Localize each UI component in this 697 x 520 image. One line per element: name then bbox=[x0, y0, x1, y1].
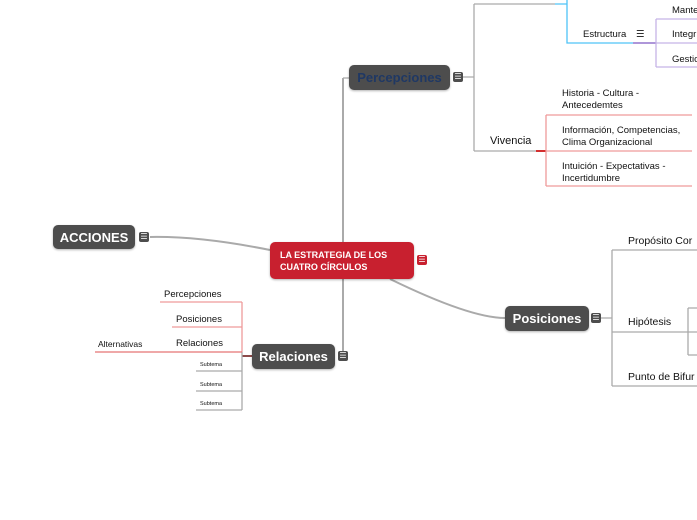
central-topic[interactable]: LA ESTRATEGIA DE LOS CUATRO CÍRCULOS bbox=[270, 242, 414, 279]
topic-relaciones[interactable]: Relaciones bbox=[252, 344, 335, 369]
topic-percepciones[interactable]: Percepciones bbox=[349, 65, 450, 90]
subtopic[interactable]: Punto de Bifur bbox=[628, 371, 695, 383]
collapse-icon[interactable]: ☰ bbox=[139, 232, 149, 242]
subtopic-vivencia[interactable]: Vivencia bbox=[490, 135, 532, 147]
subtopic[interactable]: Gestic bbox=[672, 54, 697, 65]
subtopic[interactable]: Propósito Cor bbox=[628, 235, 693, 247]
subtopic-alternativas[interactable]: Alternativas bbox=[98, 339, 143, 349]
subtopic[interactable]: Hipótesis bbox=[628, 316, 672, 328]
collapse-icon[interactable]: ☰ bbox=[417, 255, 427, 265]
collapse-icon[interactable]: ☰ bbox=[453, 72, 463, 82]
collapse-icon[interactable]: ☰ bbox=[338, 351, 348, 361]
topic-acciones[interactable]: ACCIONES bbox=[53, 225, 135, 249]
subtopic-estructura[interactable]: Estructura bbox=[583, 29, 627, 40]
subtopic[interactable]: Mante bbox=[672, 5, 697, 16]
subtopic[interactable]: Relaciones bbox=[176, 338, 223, 349]
subtopic[interactable]: Información, Competencias, Clima Organiz… bbox=[562, 125, 681, 148]
topic-posiciones[interactable]: Posiciones bbox=[505, 306, 589, 331]
menu-icon[interactable]: ☰ bbox=[636, 29, 645, 40]
subtopic[interactable]: Intuición - Expectativas - Incertidumbre bbox=[562, 161, 666, 184]
subtopic[interactable]: Posiciones bbox=[176, 314, 222, 325]
subtopic[interactable]: Historia - Cultura - Antecedemtes bbox=[562, 88, 640, 111]
subtopic[interactable]: Percepciones bbox=[164, 289, 222, 300]
subtopic[interactable]: Subtema bbox=[200, 401, 223, 407]
collapse-icon[interactable]: ☰ bbox=[591, 313, 601, 323]
subtopic[interactable]: Subtema bbox=[200, 382, 223, 388]
subtopic[interactable]: Integr bbox=[672, 29, 697, 40]
subtopic[interactable]: Subtema bbox=[200, 362, 223, 368]
